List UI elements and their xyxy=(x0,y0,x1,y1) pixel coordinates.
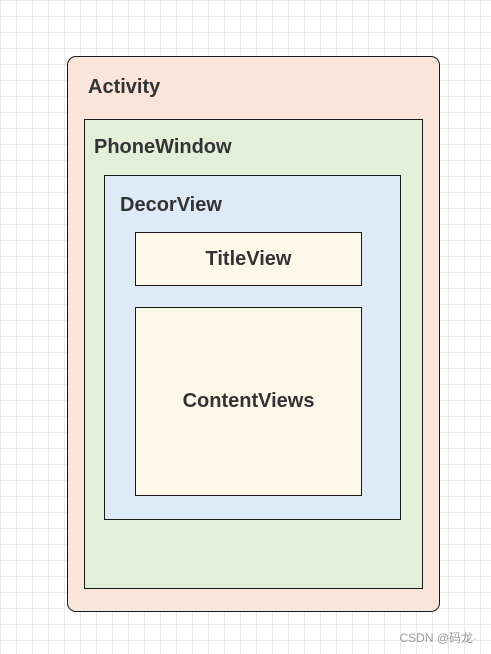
content-views-box: ContentViews xyxy=(135,307,362,496)
watermark: CSDN @码龙· xyxy=(399,631,477,645)
decor-view-label: DecorView xyxy=(120,194,222,216)
content-views-label: ContentViews xyxy=(182,390,315,412)
phone-window-label: PhoneWindow xyxy=(94,136,232,158)
title-view-label: TitleView xyxy=(205,247,292,270)
title-view-box: TitleView xyxy=(135,232,362,286)
activity-label: Activity xyxy=(88,76,161,98)
